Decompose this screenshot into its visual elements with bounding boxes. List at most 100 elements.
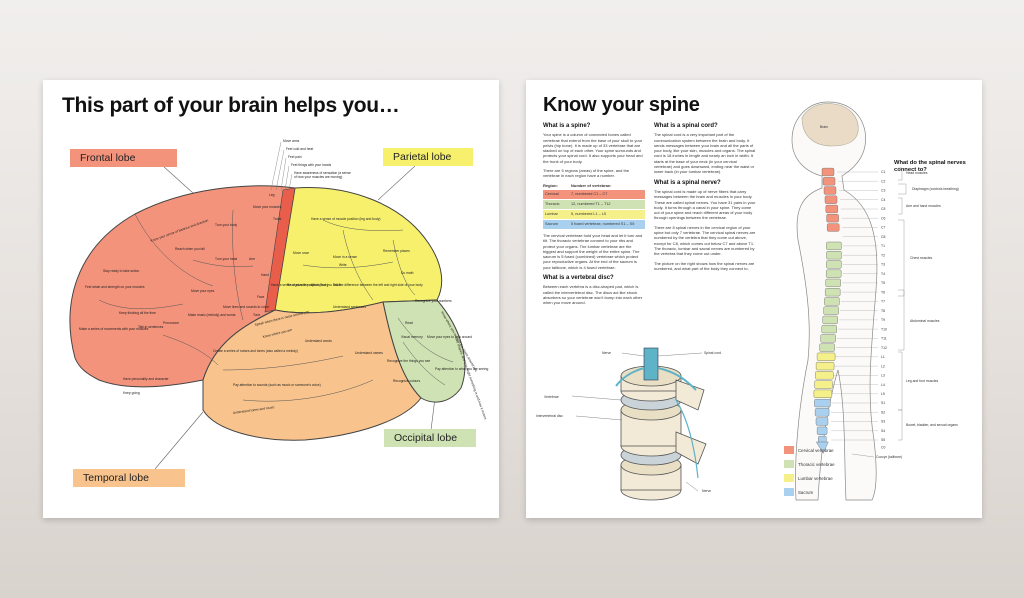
area-label: Move your muscles — [253, 205, 282, 209]
vertebra-l1 — [816, 352, 836, 361]
legend-swatch — [784, 488, 794, 496]
nerve-label-c6: C6 — [881, 216, 885, 220]
number-header: Number of vertebrae: — [571, 182, 612, 188]
region-name: Lumbar — [545, 211, 558, 216]
area-label: Keep thinking all the time — [119, 311, 156, 315]
nerve-label-c4: C4 — [881, 198, 885, 202]
vertebra-c3 — [823, 186, 837, 195]
nerves-connect-heading: What do the spinal nerves connect to? — [894, 160, 966, 173]
legend-item: Thoracic vertebrae — [784, 460, 835, 468]
nerve-label-s5: S5 — [881, 438, 885, 442]
section-heading: What is a vertebral disc? — [543, 275, 614, 282]
region-table-header: Region: Number of vertebrae: — [543, 183, 645, 188]
nerve-label-c1: C1 — [881, 170, 885, 174]
area-label: Feel strain and strength on your muscles — [85, 285, 145, 289]
vertebra-t12 — [819, 343, 835, 352]
area-label: Make a series of movements with your mus… — [79, 327, 149, 331]
occipital-lobe-label: Occipital lobe — [384, 429, 476, 447]
nerve-label-t5: T5 — [881, 281, 885, 285]
brain-label: Brain — [820, 125, 828, 129]
region-row-lumbar: Lumbar 5, numbered L1 – L5 — [543, 209, 645, 219]
vertebra-l5 — [813, 389, 833, 398]
area-label: Write — [339, 263, 347, 267]
region-count: 7, numbered C1 – C7 — [571, 191, 608, 196]
area-label: Understand names — [355, 351, 383, 355]
vertebra-label-lines — [571, 352, 703, 492]
region-count: 12, numbered T1 – T12 — [571, 201, 611, 206]
area-label: Move once — [293, 251, 309, 255]
vertebra-t9 — [822, 315, 838, 325]
vertebra-s4 — [816, 426, 828, 435]
area-label: Understand words — [305, 339, 332, 343]
area-label: Pay attention to what you are seeing — [435, 367, 489, 371]
region-name: Sacrum — [545, 221, 559, 226]
region-count: 5 fused vertebrae, numbered S1 – S5 — [571, 221, 635, 226]
brain-title: This part of your brain helps you… — [62, 94, 400, 117]
vertebra-c7 — [827, 223, 840, 232]
body-part-label: Bowel, bladder, and sexual organs — [906, 423, 958, 427]
nerve-label-s4: S4 — [881, 429, 885, 433]
area-label: Talk in sentences — [138, 325, 164, 329]
vertebra-l2 — [815, 362, 835, 371]
area-label: Have a sense of muscle position (leg and… — [311, 217, 380, 221]
nerve-label-l2: L2 — [881, 364, 885, 368]
paragraph: There are 8 spinal nerves in the cervica… — [654, 224, 756, 257]
area-label: Remember places — [383, 249, 410, 253]
legend-label: Thoracic vertebrae — [798, 461, 835, 467]
vertebra-s3 — [815, 417, 829, 426]
temporal-lobe-label: Temporal lobe — [73, 469, 185, 487]
legend-label: Cervical vertebrae — [798, 447, 834, 453]
area-label: Know where you are — [262, 328, 292, 339]
body-part-brackets — [851, 167, 907, 458]
nerve-label-c5: C5 — [881, 207, 885, 211]
spine-text-column-2: What is a spinal cord? The spinal cord i… — [654, 123, 756, 275]
section-heading: What is a spine? — [543, 123, 591, 129]
nerve-label-t12: T12 — [881, 346, 887, 350]
legend-item: Cervical vertebrae — [784, 446, 834, 454]
nerve-label-s1: S1 — [881, 401, 885, 405]
frontal-lobe-label: Frontal lobe — [70, 149, 177, 167]
nerve-label-t9: T9 — [881, 318, 885, 322]
nerve-label-l5: L5 — [881, 392, 885, 396]
legend-swatch — [784, 460, 794, 468]
area-label: Move in a sense — [333, 255, 357, 259]
nerve-top-label: Nerve — [602, 351, 611, 355]
area-label: Understand tones and music — [233, 405, 275, 415]
vertebra-t8 — [823, 306, 839, 315]
area-label: Reach when you fall — [175, 247, 205, 251]
area-label: Move your eyes to look around — [427, 335, 472, 339]
top-note-lines — [270, 141, 293, 191]
area-label: Visual memory — [401, 335, 423, 339]
nerve-label-c2: C2 — [881, 179, 885, 183]
body-part-label: Diaphragm (controls breathing) — [912, 187, 959, 191]
area-label: Turn your body — [215, 223, 237, 227]
vertebra-t10 — [821, 324, 837, 334]
section-heading: What is a spinal cord? — [654, 123, 718, 129]
spine-diagrams: Nerve Spinal cord Vertebrae Intervertebr… — [536, 101, 959, 501]
top-note: Have awareness of sensation (a sense — [294, 171, 351, 175]
vertebra-t2 — [826, 251, 842, 260]
vertebra-c5 — [825, 204, 838, 214]
paragraph: The picture on the right shows how the s… — [654, 260, 755, 271]
nerve-label-c8: C8 — [881, 235, 885, 239]
area-label: Have a sense of muscle position (face) — [271, 283, 328, 287]
area-label: Have personality and character — [123, 377, 170, 381]
top-note: Feel pain — [288, 155, 302, 159]
area-label: Read — [405, 321, 413, 325]
vertebra-c6 — [826, 214, 839, 223]
body-part-label: Arm and hand muscles — [906, 204, 941, 208]
spine-title: Know your spine — [543, 94, 700, 116]
vertebra-t1 — [826, 241, 842, 251]
vertebra-s2 — [814, 408, 830, 417]
nerve-label-c7: C7 — [881, 226, 885, 230]
area-label: Face — [257, 295, 264, 299]
brain-illustration — [801, 103, 859, 147]
area-label: Recognize your numbers — [415, 299, 452, 303]
spinal-cord-label: Spinal cord — [704, 351, 721, 355]
area-label: Pronounce — [163, 321, 179, 325]
body-part-label: Chest muscles — [910, 256, 933, 260]
nerve-label-t3: T3 — [881, 263, 885, 267]
area-label: Understand sentences — [333, 305, 366, 309]
vertebra-t3 — [826, 260, 842, 269]
paragraph: The spinal cord is made up of nerve fibe… — [654, 188, 756, 221]
